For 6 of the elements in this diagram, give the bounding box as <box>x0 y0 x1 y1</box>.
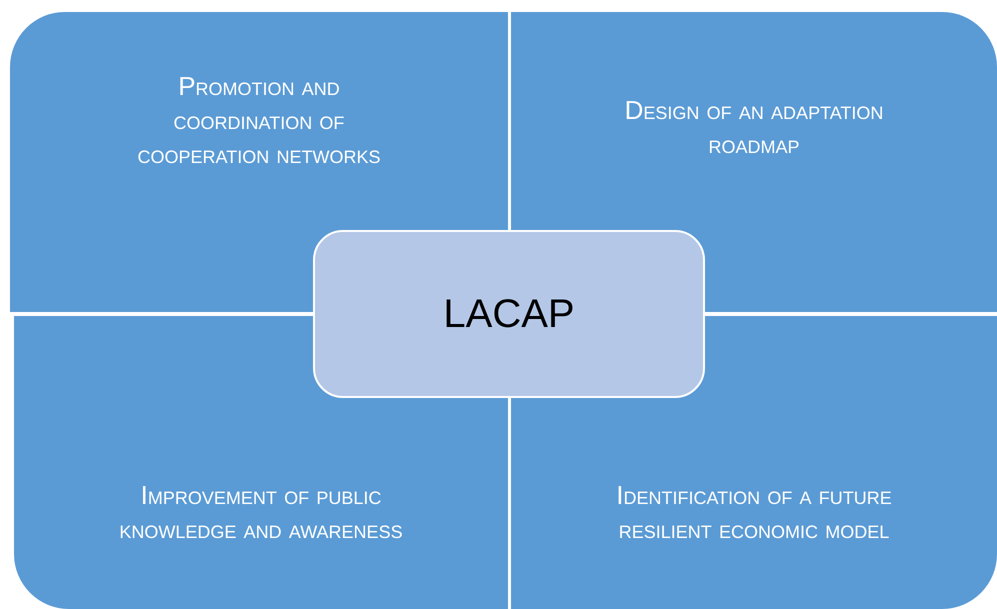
panel-label: Promotion and coordination of cooperation networks <box>136 70 382 171</box>
panel-label: Identification of a future resilient economic model <box>615 479 893 546</box>
center-box <box>313 230 705 398</box>
panel-label: Improvement of public knowledge and awareness <box>118 479 404 546</box>
center-label: LACAP <box>443 292 575 336</box>
panel-label: Design of an adaptation roadmap <box>624 94 884 161</box>
